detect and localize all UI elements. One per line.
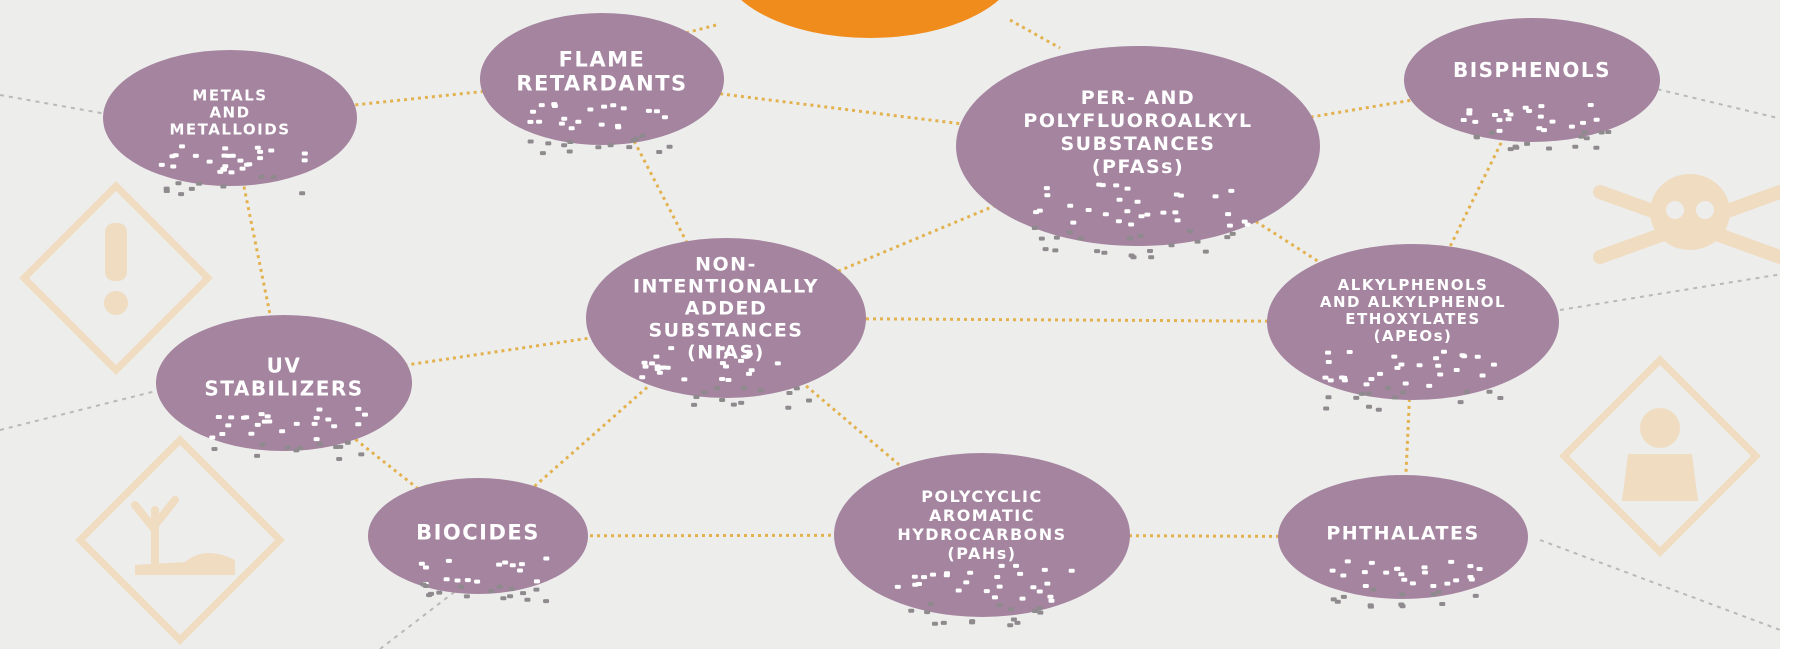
node-label-line: BISPHENOLS bbox=[1453, 58, 1611, 82]
node-label-line: RETARDANTS bbox=[516, 71, 687, 95]
right-edge-strip bbox=[1780, 0, 1807, 649]
node-bisphenols-dots bbox=[1460, 103, 1612, 152]
node-uv-dots bbox=[209, 406, 368, 462]
node-label-line: ALKYLPHENOLS bbox=[1338, 276, 1489, 294]
node-nias-dots bbox=[639, 346, 812, 410]
node-flame-dots bbox=[527, 102, 673, 156]
node-label-line: UV bbox=[267, 354, 302, 378]
node-biocides-label: BIOCIDES bbox=[416, 520, 540, 544]
node-label-line: (NIAS) bbox=[687, 342, 765, 364]
node-label-line: (APEOs) bbox=[1374, 327, 1453, 345]
hazard-icons-layer bbox=[19, 174, 1787, 645]
skull-crossbones-icon bbox=[1593, 174, 1787, 264]
node-pah-dots bbox=[894, 563, 1075, 628]
node-label-line: BIOCIDES bbox=[416, 520, 540, 544]
background-dashed-line bbox=[379, 579, 471, 649]
node-label-line: STABILIZERS bbox=[204, 377, 363, 401]
node-label-line: AROMATIC bbox=[929, 506, 1035, 525]
node-flame-circle bbox=[480, 13, 724, 145]
node-label-line: POLYCYCLIC bbox=[921, 487, 1042, 506]
node-label-line: ADDED bbox=[685, 298, 768, 320]
background-dashed-line bbox=[0, 389, 161, 431]
node-label-line: NON- bbox=[695, 254, 757, 276]
node-label-line: PER- AND bbox=[1081, 87, 1195, 109]
node-phthalates-circle bbox=[1278, 475, 1528, 599]
node-label-line: HYDROCARBONS bbox=[897, 525, 1066, 544]
node-label-line: PHTHALATES bbox=[1326, 523, 1479, 545]
node-metals-circle bbox=[103, 50, 357, 186]
node-bisphenols-label: BISPHENOLS bbox=[1453, 58, 1611, 82]
background-dashed-line bbox=[1559, 269, 1807, 311]
node-label-line: AND ALKYLPHENOL bbox=[1320, 293, 1506, 311]
background-dashed-line bbox=[1639, 84, 1807, 126]
node-apeo-circle bbox=[1267, 244, 1559, 400]
exclamation-hazard-icon bbox=[19, 181, 213, 375]
node-label-line: AND bbox=[209, 103, 250, 121]
node-phthalates-label: PHTHALATES bbox=[1326, 523, 1479, 545]
node-phthalates-dots bbox=[1329, 559, 1483, 609]
node-pfas-dots bbox=[1031, 182, 1251, 260]
node-metals-dots bbox=[158, 144, 308, 197]
connector-line bbox=[1009, 18, 1061, 50]
top-orange-node bbox=[639, 0, 1061, 50]
node-label-line: METALLOIDS bbox=[169, 120, 290, 138]
top-node-circle bbox=[741, 0, 999, 38]
health-hazard-icon bbox=[1559, 355, 1761, 557]
node-label-line: FLAME bbox=[559, 47, 646, 71]
node-phthalates: PHTHALATES bbox=[1278, 475, 1528, 609]
node-biocides: BIOCIDES bbox=[368, 478, 588, 604]
node-label-line: ETHOXYLATES bbox=[1345, 310, 1480, 328]
background-dashed-line bbox=[1539, 539, 1807, 641]
node-biocides-dots bbox=[418, 556, 550, 604]
node-label-line: POLYFLUOROALKYL bbox=[1023, 110, 1252, 132]
node-label-line: METALS bbox=[192, 86, 267, 104]
environment-hazard-icon bbox=[75, 435, 285, 645]
node-pah-circle bbox=[834, 453, 1130, 617]
node-label-line: INTENTIONALLY bbox=[633, 276, 819, 298]
node-apeo-dots bbox=[1322, 349, 1504, 412]
node-label-line: (PFASs) bbox=[1092, 156, 1184, 178]
node-label-line: SUBSTANCES bbox=[649, 320, 804, 342]
node-bisphenols: BISPHENOLS bbox=[1404, 18, 1660, 152]
connector-pfas-apeo bbox=[1137, 144, 1414, 324]
node-label-line: SUBSTANCES bbox=[1061, 133, 1216, 155]
node-label-line: (PAHs) bbox=[947, 544, 1016, 563]
